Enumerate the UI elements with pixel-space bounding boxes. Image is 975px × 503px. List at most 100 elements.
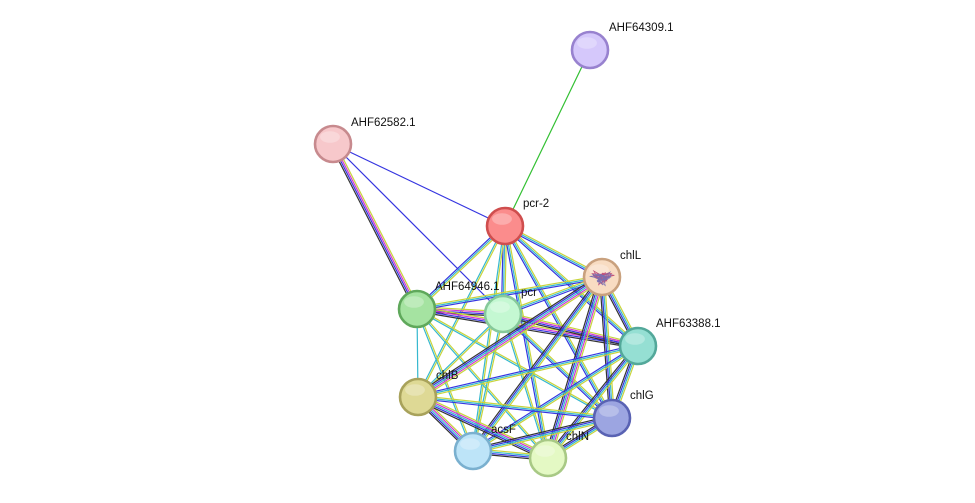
- edge-evidence-line: [471, 225, 505, 452]
- edge-evidence-line: [470, 274, 601, 451]
- edge-evidence-line: [502, 314, 639, 348]
- node-pcr[interactable]: pcr: [483, 287, 537, 334]
- edge-evidence-line: [416, 274, 603, 309]
- structure-trace: [589, 271, 613, 287]
- edge-AHF64946.1-chlG[interactable]: [416, 307, 613, 420]
- edge-evidence-line: [330, 144, 416, 311]
- edge-evidence-line: [333, 143, 419, 310]
- edge-evidence-line: [503, 226, 612, 420]
- edge-evidence-line: [472, 419, 614, 454]
- edge-evidence-line: [417, 226, 507, 311]
- edge-AHF63388.1-chlN[interactable]: [545, 343, 641, 461]
- edge-evidence-line: [417, 343, 639, 397]
- edge-evidence-line: [332, 143, 504, 315]
- edge-pcr-2-acsF[interactable]: [471, 225, 507, 452]
- edge-evidence-line: [505, 224, 615, 418]
- edge-evidence-line: [471, 275, 602, 452]
- node-label: AHF62582.1: [351, 117, 416, 129]
- edge-chlL-acsF[interactable]: [470, 274, 605, 454]
- edge-pcr-2-AHF64946.1[interactable]: [415, 224, 507, 311]
- edge-evidence-line: [504, 49, 591, 227]
- node-highlight: [577, 37, 597, 49]
- node-highlight: [589, 264, 609, 276]
- node-chlL[interactable]: chlL: [582, 250, 642, 297]
- edge-evidence-line: [417, 396, 613, 419]
- edge-evidence-line: [417, 396, 549, 459]
- edge-chlB-chlG[interactable]: [417, 394, 613, 421]
- edge-chlB-chlN[interactable]: [416, 393, 550, 462]
- edge-evidence-line: [473, 225, 507, 452]
- node-label: chlL: [620, 250, 642, 262]
- edge-evidence-line: [472, 416, 613, 451]
- edge-AHF62582.1-pcr[interactable]: [332, 143, 504, 315]
- edge-evidence-line: [599, 276, 611, 419]
- node-label: AHF63388.1: [656, 318, 721, 330]
- edge-chlG-acsF[interactable]: [471, 415, 614, 454]
- node-highlight: [535, 445, 555, 457]
- node-highlight: [405, 384, 425, 396]
- edge-chlL-chlB[interactable]: [415, 273, 605, 401]
- edge-evidence-line: [417, 397, 613, 421]
- node-AHF63388.1[interactable]: AHF63388.1: [618, 318, 721, 366]
- node-chlG[interactable]: chlG: [592, 390, 654, 438]
- edge-evidence-line: [504, 225, 613, 419]
- node-circle[interactable]: [485, 206, 525, 246]
- edge-AHF62582.1-AHF64946.1[interactable]: [330, 142, 420, 311]
- edge-AHF64309.1-pcr-2[interactable]: [504, 49, 591, 227]
- node-circle[interactable]: [570, 30, 610, 70]
- edge-evidence-line: [332, 143, 506, 227]
- node-circle[interactable]: [453, 431, 493, 471]
- node-AHF62582.1[interactable]: AHF62582.1: [313, 117, 416, 164]
- edge-evidence-line: [418, 393, 550, 456]
- edge-evidence-line: [417, 346, 639, 400]
- node-highlight: [460, 438, 480, 450]
- edge-pcr-2-chlG[interactable]: [503, 224, 615, 420]
- node-label: chlG: [630, 390, 654, 402]
- node-circle[interactable]: [528, 438, 568, 478]
- node-pcr-2[interactable]: pcr-2: [485, 198, 549, 246]
- edge-evidence-line: [418, 394, 550, 458]
- edge-evidence-line: [546, 344, 638, 459]
- node-chlN[interactable]: chlN: [528, 431, 589, 478]
- node-label: chlB: [436, 370, 459, 382]
- edge-evidence-line: [417, 345, 639, 398]
- edge-evidence-line: [603, 276, 615, 419]
- node-circle[interactable]: [313, 124, 353, 164]
- node-circle[interactable]: [398, 377, 438, 417]
- edge-evidence-line: [416, 399, 548, 462]
- edge-evidence-line: [544, 275, 600, 458]
- node-highlight: [492, 213, 512, 225]
- edge-evidence-line: [418, 277, 604, 399]
- edge-evidence-line: [416, 307, 613, 418]
- edge-pcr-2-chlN[interactable]: [502, 225, 551, 459]
- node-chlB[interactable]: chlB: [398, 370, 459, 417]
- edge-AHF64946.1-chlL[interactable]: [416, 274, 603, 312]
- node-label: chlN: [566, 431, 589, 443]
- node-circle[interactable]: [618, 326, 658, 366]
- node-AHF64946.1[interactable]: AHF64946.1: [397, 281, 500, 329]
- node-label: AHF64309.1: [609, 22, 674, 34]
- node-highlight: [599, 405, 619, 417]
- node-circle[interactable]: [397, 289, 437, 329]
- node-label: pcr-2: [523, 198, 549, 210]
- edge-AHF63388.1-chlB[interactable]: [417, 343, 639, 400]
- edge-chlL-chlG[interactable]: [599, 276, 615, 419]
- node-circle[interactable]: [592, 398, 632, 438]
- node-circle[interactable]: [483, 294, 523, 334]
- node-AHF64309.1[interactable]: AHF64309.1: [570, 22, 674, 70]
- edge-evidence-line: [416, 309, 613, 420]
- edge-evidence-line: [417, 308, 475, 452]
- edge-evidence-line: [472, 418, 613, 453]
- edge-evidence-line: [417, 276, 603, 398]
- edge-evidence-line: [416, 275, 602, 397]
- edge-evidence-line: [547, 276, 603, 459]
- edge-AHF62582.1-pcr-2[interactable]: [332, 143, 506, 227]
- edge-pcr-AHF63388.1[interactable]: [501, 311, 640, 349]
- edge-evidence-line: [474, 277, 605, 454]
- edge-evidence-line: [505, 225, 551, 459]
- edge-evidence-line: [501, 315, 639, 349]
- node-acsF[interactable]: acsF: [453, 424, 516, 471]
- edge-evidence-line: [416, 276, 603, 310]
- edge-evidence-line: [502, 312, 639, 346]
